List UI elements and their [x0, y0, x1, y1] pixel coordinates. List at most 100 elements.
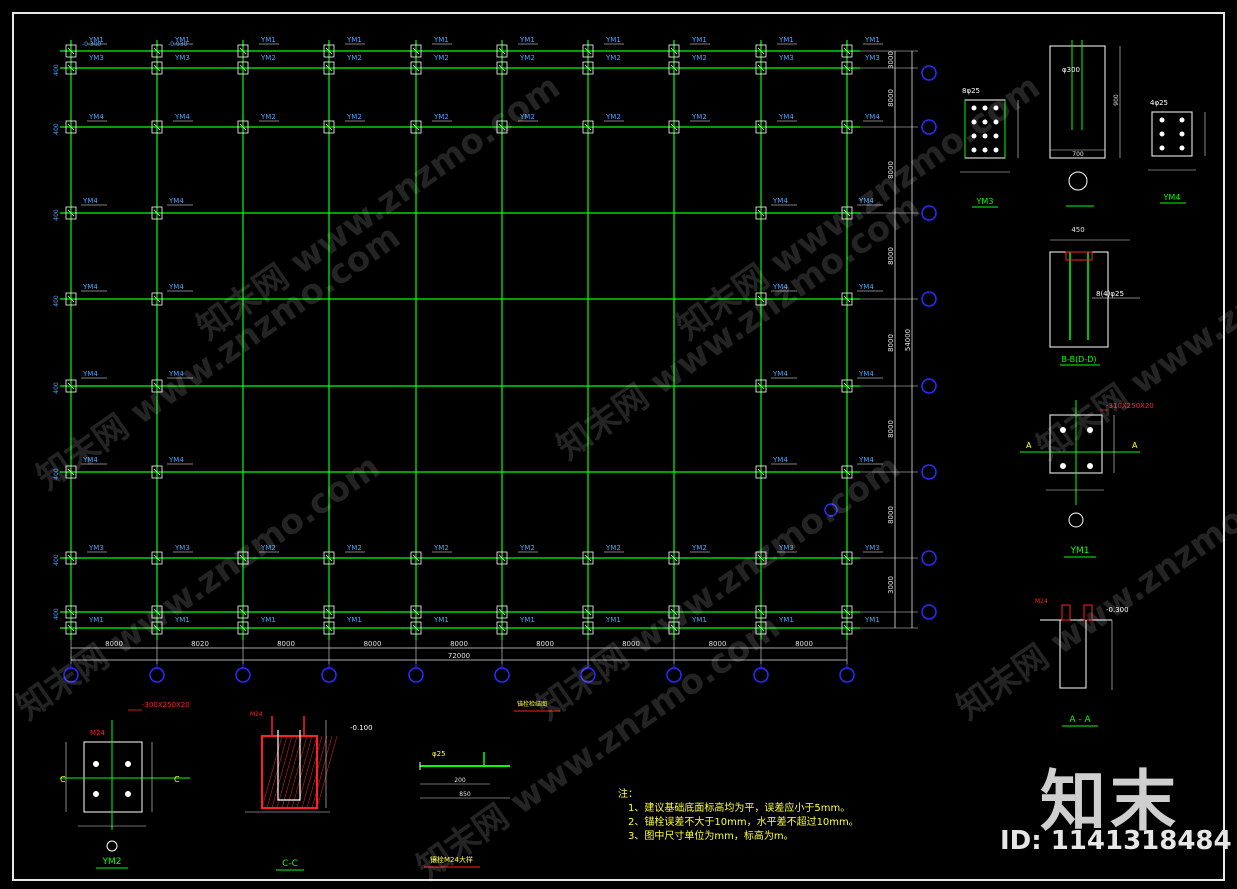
foundation-plan: YM1YM3YM4YM3YM1YM1YM3YM4YM3YM1YM1YM2YM2Y… — [53, 36, 937, 683]
ym3-title: YM3 — [976, 197, 994, 206]
footing-pad — [410, 621, 422, 635]
hatch-line — [271, 735, 293, 809]
footing-mark — [584, 624, 592, 632]
anchor-dim: 200 — [454, 777, 466, 784]
footing-pad — [496, 61, 508, 75]
rebar-dot — [982, 133, 988, 139]
footing-label: YM2 — [605, 54, 621, 62]
footing-label: YM4 — [82, 283, 98, 291]
hatch-line — [261, 735, 283, 809]
footing-label-ym1: YM1 — [605, 36, 621, 44]
footing-pad — [65, 206, 77, 220]
section-plate — [1065, 251, 1093, 261]
rebar-dot — [982, 147, 988, 153]
footing-pad — [65, 61, 77, 75]
axis-bubble — [321, 667, 337, 683]
footing-label-ym1: YM1 — [778, 616, 794, 624]
footing-label-ym1: YM1 — [691, 36, 707, 44]
bolt-hole — [125, 761, 131, 767]
footing-pad — [668, 44, 680, 58]
pile-depth-label: 900 — [1113, 94, 1120, 106]
side-dimension: 400 — [53, 123, 60, 135]
ym2-plate — [83, 741, 143, 813]
footing-label: YM4 — [168, 283, 184, 291]
footing-pad — [65, 292, 77, 306]
footing-label: YM2 — [346, 54, 362, 62]
hatch-line — [306, 735, 328, 809]
footing-label: YM4 — [82, 456, 98, 464]
footing-label: YM2 — [346, 113, 362, 121]
footing-mark — [153, 608, 161, 616]
footing-mark — [412, 554, 420, 562]
elevation-label: -0.930 — [168, 41, 188, 48]
footing-mark — [239, 554, 247, 562]
footing-mark — [67, 47, 75, 55]
footing-mark — [498, 123, 506, 131]
anchor-label: M24 — [1035, 598, 1048, 605]
rebar-dot — [1179, 117, 1185, 123]
axis-bubble — [921, 550, 937, 566]
footing-mark — [670, 64, 678, 72]
footing-label: YM2 — [260, 54, 276, 62]
footing-label: YM4 — [168, 456, 184, 464]
footing-pad — [237, 61, 249, 75]
brand-logo: 知末 — [1040, 763, 1180, 840]
section-marker: C — [174, 775, 180, 784]
footing-pad — [582, 605, 594, 619]
footing-pad — [323, 605, 335, 619]
footing-label-ym1: YM1 — [88, 36, 104, 44]
rebar-dot — [1159, 117, 1165, 123]
footing-mark — [843, 295, 851, 303]
axis-bubble — [921, 205, 937, 221]
bay-dimension: 8000 — [105, 640, 123, 648]
footing-mark — [498, 554, 506, 562]
footing-pad — [151, 465, 163, 479]
footing-pad — [755, 551, 767, 565]
anchor-bolt-head — [1083, 604, 1093, 621]
footing-pad — [841, 379, 853, 393]
footing-mark — [843, 382, 851, 390]
ym2-bolt-label: M24 — [90, 729, 105, 737]
section-bb-width: 450 — [1071, 226, 1084, 234]
hatch-line — [276, 735, 298, 809]
vertical-dimension: 3000 — [887, 576, 895, 594]
footing-pad — [65, 605, 77, 619]
footing-pad — [496, 44, 508, 58]
footing-mark — [153, 64, 161, 72]
footing-mark — [412, 608, 420, 616]
footing-mark — [584, 64, 592, 72]
footing-pad — [755, 379, 767, 393]
footing-pad — [841, 292, 853, 306]
footing-pad — [841, 465, 853, 479]
footing-mark — [325, 624, 333, 632]
footing-label: YM2 — [433, 113, 449, 121]
footing-label: YM4 — [772, 197, 788, 205]
axis-bubble — [824, 503, 838, 517]
footing-label: YM4 — [778, 113, 794, 121]
footing-label-ym1: YM1 — [605, 616, 621, 624]
axis-bubble — [63, 667, 79, 683]
footing-label-ym1: YM1 — [346, 616, 362, 624]
bay-dimension: 8000 — [277, 640, 295, 648]
footing-label: YM2 — [605, 113, 621, 121]
footing-pad — [410, 44, 422, 58]
footing-mark — [757, 608, 765, 616]
ym2-plate-label: -300X250X20 — [142, 701, 190, 709]
ym4-rebar-label: 4φ25 — [1150, 99, 1168, 107]
footing-pad — [755, 61, 767, 75]
footing-mark — [757, 624, 765, 632]
footing-pad — [668, 120, 680, 134]
footing-pad — [841, 206, 853, 220]
footing-pad — [582, 120, 594, 134]
section-cc-bolt-label: M24 — [250, 711, 263, 718]
footing-label: YM4 — [858, 197, 874, 205]
rebar-dot — [993, 119, 999, 125]
ym2-title: YM2 — [102, 857, 122, 867]
footing-pad — [841, 605, 853, 619]
footing-label: YM4 — [82, 370, 98, 378]
footing-pad — [323, 551, 335, 565]
footing-label-ym1: YM1 — [519, 36, 535, 44]
footing-pad — [410, 61, 422, 75]
